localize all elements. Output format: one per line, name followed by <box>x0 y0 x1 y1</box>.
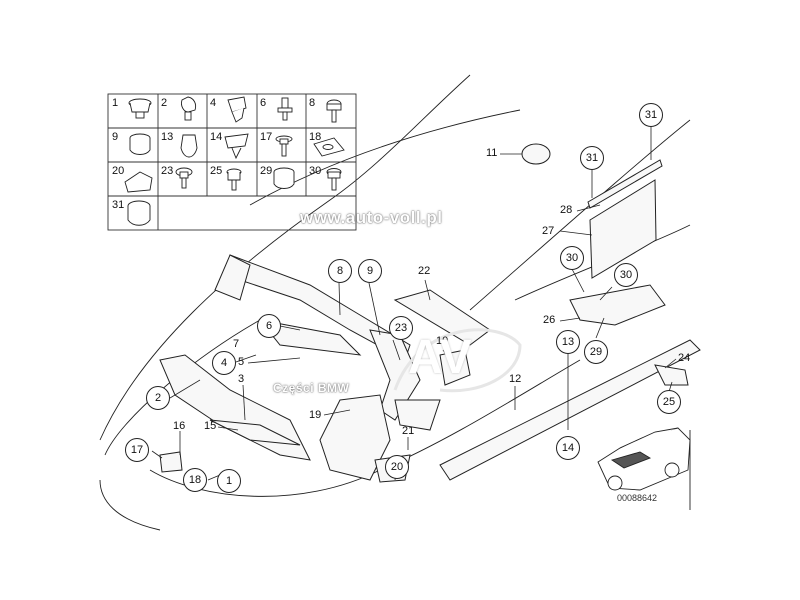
watermark-site: www.auto-voll.pl <box>300 208 443 227</box>
legend-cell-number: 18 <box>309 131 322 143</box>
callout-circled: 9 <box>358 259 382 283</box>
callout-circled: 31 <box>639 103 663 127</box>
callout-circled: 2 <box>146 386 170 410</box>
legend-cell-number: 13 <box>161 131 174 143</box>
callout-plain: 12 <box>509 373 522 385</box>
callout-plain: 16 <box>173 420 186 432</box>
legend-cell-number: 20 <box>112 165 125 177</box>
callout-circled: 29 <box>584 340 608 364</box>
legend-cell-number: 2 <box>161 97 168 109</box>
callout-circled: 31 <box>580 146 604 170</box>
callout-circled: 20 <box>385 455 409 479</box>
callout-plain: 3 <box>238 373 245 385</box>
callout-plain: 27 <box>542 225 555 237</box>
callout-plain: 22 <box>418 265 431 277</box>
callout-circled: 6 <box>257 314 281 338</box>
watermark-logo: AV <box>408 331 473 384</box>
callout-circled: 30 <box>614 263 638 287</box>
callout-circled: 1 <box>217 469 241 493</box>
callout-circled: 13 <box>556 330 580 354</box>
callout-plain: 26 <box>543 314 556 326</box>
callout-plain: 7 <box>233 338 240 350</box>
callout-plain: 19 <box>309 409 322 421</box>
callout-plain: 10 <box>436 335 449 347</box>
watermark-tagline: Części BMW <box>273 381 350 395</box>
legend-cell-number: 1 <box>112 97 119 109</box>
callout-circled: 25 <box>657 390 681 414</box>
legend-cell-number: 23 <box>161 165 174 177</box>
legend-cell-number: 25 <box>210 165 223 177</box>
callout-plain: 28 <box>560 204 573 216</box>
callout-circled: 4 <box>212 351 236 375</box>
callout-plain: 24 <box>678 352 691 364</box>
legend-cell-number: 9 <box>112 131 119 143</box>
callout-plain: 15 <box>204 420 217 432</box>
callout-plain: 5 <box>238 356 245 368</box>
legend-cell-number: 6 <box>260 97 267 109</box>
legend-cell-number: 31 <box>112 199 125 211</box>
callout-circled: 14 <box>556 436 580 460</box>
diagram-code: 00088642 <box>617 493 658 503</box>
legend-cell-number: 30 <box>309 165 322 177</box>
legend-cell-number: 14 <box>210 131 223 143</box>
legend-cell-number: 4 <box>210 97 217 109</box>
legend-cell-number: 17 <box>260 131 273 143</box>
callout-plain: 21 <box>402 425 415 437</box>
callout-circled: 18 <box>183 468 207 492</box>
legend-cell-number: 8 <box>309 97 316 109</box>
legend-cell-number: 29 <box>260 165 273 177</box>
callout-plain: 11 <box>486 147 498 159</box>
callout-circled: 23 <box>389 316 413 340</box>
callout-circled: 30 <box>560 246 584 270</box>
callout-circled: 8 <box>328 259 352 283</box>
callout-circled: 17 <box>125 438 149 462</box>
